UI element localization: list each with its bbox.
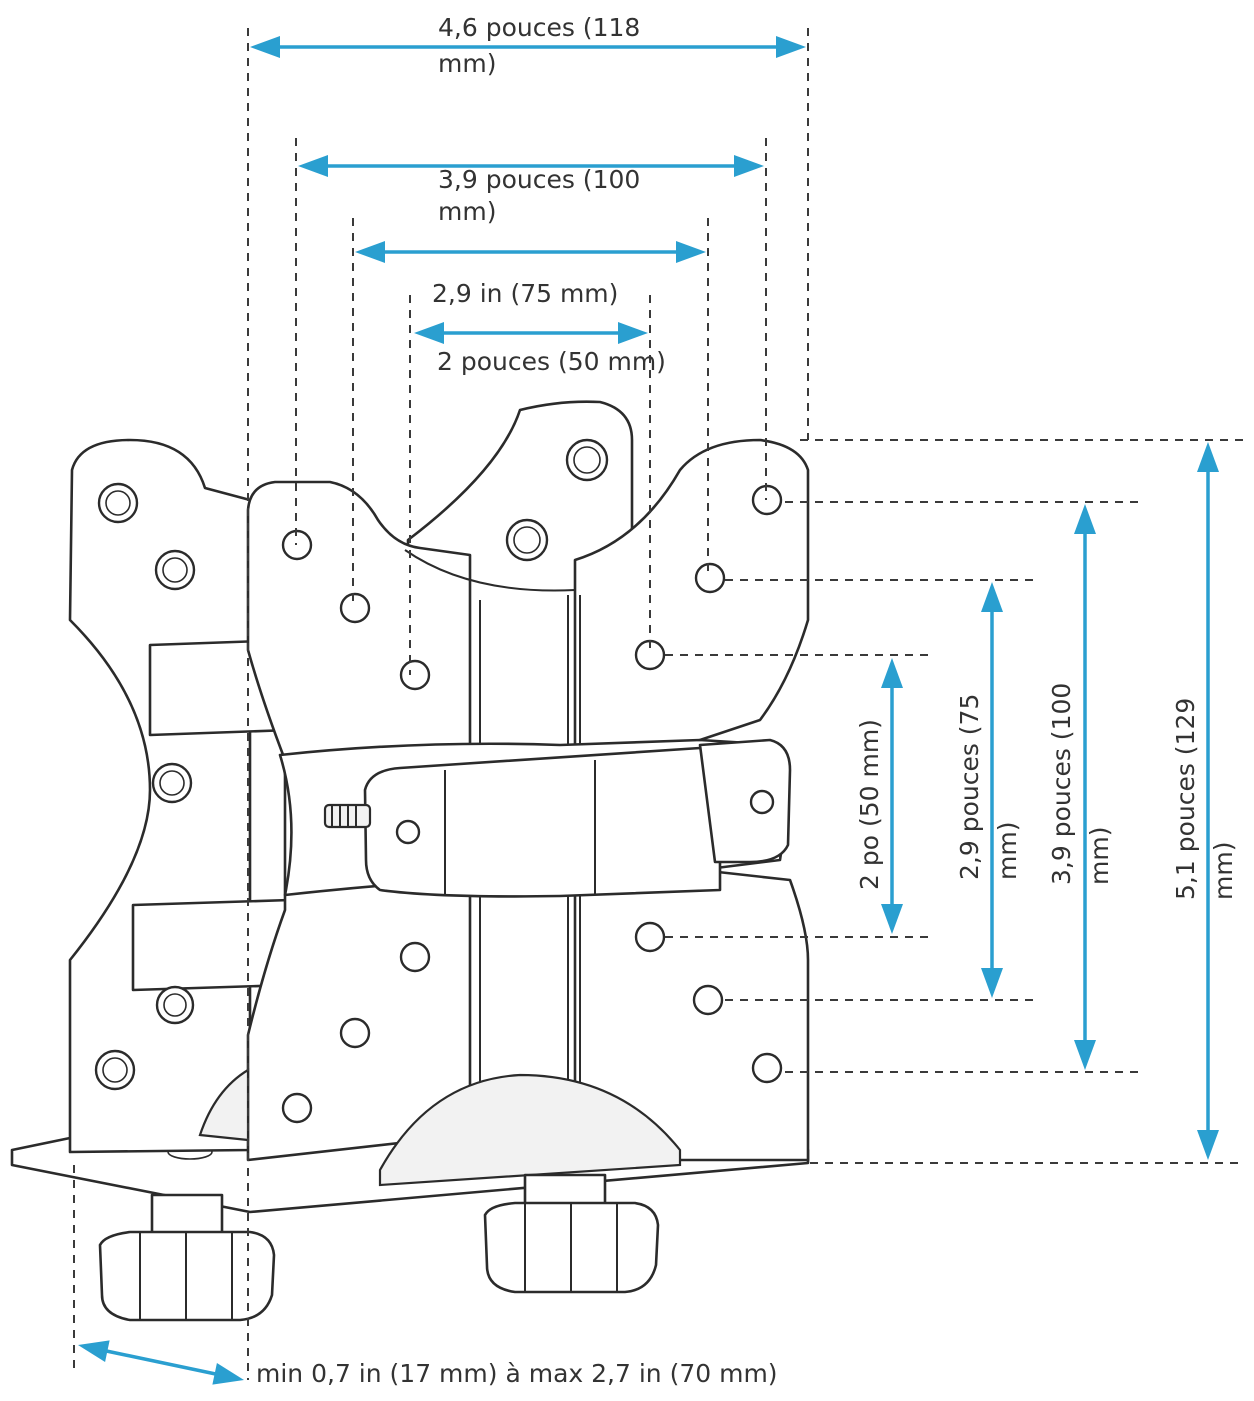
height-75mm-arrow-head-end	[981, 968, 1003, 998]
width-50mm-arrow	[414, 322, 648, 344]
width-75mm-arrow-head-start	[355, 241, 385, 263]
width-100mm-arrow-head-start	[298, 155, 328, 177]
width-118mm-label: 4,6 pouces (118 mm)	[438, 13, 648, 78]
height-75mm-line2: mm)	[993, 822, 1022, 880]
width-118mm-line2: mm)	[438, 49, 496, 78]
height-75mm-line1: 2,9 pouces (75	[955, 694, 984, 880]
width-100mm-line2: mm)	[438, 197, 496, 226]
height-100mm-arrow	[1074, 504, 1096, 1070]
height-75mm-arrow-head-start	[981, 582, 1003, 612]
width-100mm-label: 3,9 pouces (100 mm)	[438, 165, 648, 226]
width-118mm-line1: 4,6 pouces (118	[438, 13, 640, 42]
height-100mm-arrow-head-end	[1074, 1040, 1096, 1070]
height-100mm-line2: mm)	[1085, 827, 1114, 885]
height-50mm-arrow-head-end	[881, 904, 903, 934]
width-75mm-label: 2,9 in (75 mm)	[432, 279, 618, 308]
clamp-bracket	[363, 746, 722, 898]
height-50mm-label: 2 po (50 mm)	[855, 719, 884, 890]
height-75mm-label: 2,9 pouces (75 mm)	[955, 686, 1022, 880]
clamp-range-arrow-shaft	[103, 1348, 219, 1377]
width-100mm-arrow-head-end	[734, 155, 764, 177]
width-75mm-arrow-head-end	[676, 241, 706, 263]
height-50mm-arrow	[881, 658, 903, 934]
right-foot-knob	[483, 1173, 660, 1294]
clamp-range-label: min 0,7 in (17 mm) à max 2,7 in (70 mm)	[256, 1359, 778, 1388]
clamp-range-line1: min 0,7 in (17 mm) à max 2,7 in (70 mm)	[256, 1359, 778, 1388]
width-100mm-arrow	[298, 155, 764, 177]
width-100mm-line1: 3,9 pouces (100	[438, 165, 640, 194]
width-118mm-arrow	[250, 36, 806, 58]
width-50mm-line1: 2 pouces (50 mm)	[437, 347, 666, 376]
width-50mm-label: 2 pouces (50 mm)	[437, 347, 666, 376]
height-129mm-label: 5,1 pouces (129 mm)	[1171, 690, 1238, 900]
height-100mm-label: 3,9 pouces (100 mm)	[1047, 675, 1114, 885]
clamp-range-arrow-head-start	[78, 1340, 110, 1362]
left-foot-knob	[98, 1193, 276, 1322]
width-50mm-arrow-head-start	[414, 322, 444, 344]
bracket-illustration	[10, 400, 810, 1322]
height-100mm-arrow-head-start	[1074, 504, 1096, 534]
height-129mm-arrow	[1197, 442, 1219, 1160]
width-75mm-line1: 2,9 in (75 mm)	[432, 279, 618, 308]
dimension-labels: 4,6 pouces (118 mm) 3,9 pouces (100 mm) …	[256, 13, 1238, 1388]
height-50mm-arrow-head-start	[881, 658, 903, 688]
extension-lines	[73, 28, 1245, 1380]
height-129mm-line2: mm)	[1209, 842, 1238, 900]
height-75mm-arrow	[981, 582, 1003, 998]
height-129mm-arrow-head-end	[1197, 1130, 1219, 1160]
width-118mm-arrow-head-start	[250, 36, 280, 58]
height-50mm-line1: 2 po (50 mm)	[855, 719, 884, 890]
clamp-tab-right	[698, 738, 792, 864]
dimension-arrows	[78, 36, 1219, 1385]
width-75mm-arrow	[355, 241, 706, 263]
clamp-range-arrow	[78, 1340, 244, 1385]
width-50mm-arrow-head-end	[618, 322, 648, 344]
height-100mm-line1: 3,9 pouces (100	[1047, 683, 1076, 885]
clamp-range-arrow-head-end	[212, 1363, 244, 1385]
height-129mm-arrow-head-start	[1197, 442, 1219, 472]
width-118mm-arrow-head-end	[776, 36, 806, 58]
height-129mm-line1: 5,1 pouces (129	[1171, 698, 1200, 900]
